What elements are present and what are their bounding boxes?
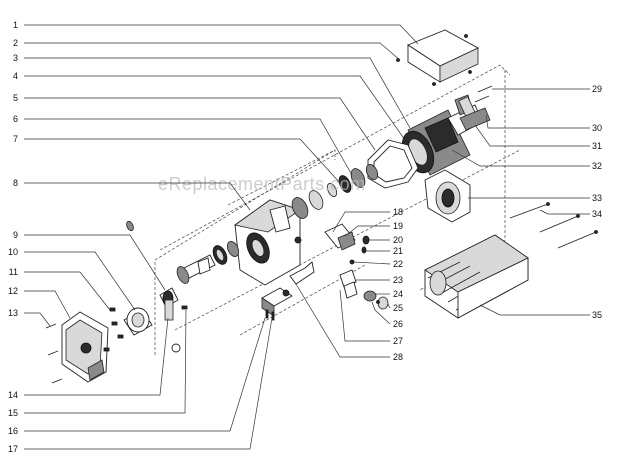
leader-line-26 xyxy=(371,301,391,325)
callout-label-11: 11 xyxy=(9,267,18,277)
leader-line-1 xyxy=(24,24,419,45)
leader-line-35 xyxy=(479,304,590,316)
leader-line-14 xyxy=(24,317,169,396)
callout-label-16: 16 xyxy=(8,426,18,436)
callout-label-35: 35 xyxy=(592,310,602,320)
part-screws-left xyxy=(45,305,188,384)
callout-label-18: 18 xyxy=(393,207,403,217)
callout-label-2: 2 xyxy=(13,38,18,48)
leader-line-22 xyxy=(353,261,391,265)
callout-label-29: 29 xyxy=(592,84,602,94)
part-drive-shaft xyxy=(176,254,216,284)
part-top-cover xyxy=(396,29,479,86)
leader-line-2 xyxy=(24,42,401,61)
callout-label-22: 22 xyxy=(393,259,403,269)
callout-label-26: 26 xyxy=(393,319,403,329)
part-front-cover xyxy=(61,311,109,383)
callout-label-17: 17 xyxy=(8,444,18,454)
leader-line-7 xyxy=(24,138,341,184)
leader-line-34 xyxy=(539,209,590,215)
callout-label-23: 23 xyxy=(393,275,403,285)
part-gear-housing xyxy=(234,199,302,286)
callout-label-1: 1 xyxy=(13,20,18,30)
callout-label-30: 30 xyxy=(592,123,602,133)
leader-line-28 xyxy=(295,283,390,358)
leader-line-13 xyxy=(24,312,51,327)
callout-label-7: 7 xyxy=(13,134,18,144)
leader-line-32 xyxy=(451,149,590,167)
callout-label-27: 27 xyxy=(393,336,403,346)
leader-line-18 xyxy=(332,211,390,233)
callout-label-32: 32 xyxy=(592,161,602,171)
callout-label-19: 19 xyxy=(393,221,403,231)
callout-label-9: 9 xyxy=(13,230,18,240)
callout-label-3: 3 xyxy=(13,53,18,63)
callout-label-6: 6 xyxy=(13,114,18,124)
leader-line-11 xyxy=(24,271,111,311)
leader-line-19 xyxy=(344,225,390,237)
leader-line-15 xyxy=(24,309,187,414)
part-bracket xyxy=(261,261,315,321)
leader-line-16 xyxy=(24,317,266,432)
leader-line-17 xyxy=(24,317,273,450)
leader-line-10 xyxy=(24,251,136,311)
leader-line-9 xyxy=(24,234,166,291)
callout-label-28: 28 xyxy=(393,352,403,362)
leader-line-30 xyxy=(485,114,590,129)
callouts-right: 29 30 31 32 33 34 35 xyxy=(451,84,602,320)
part-through-bolts xyxy=(509,202,598,249)
callout-label-4: 4 xyxy=(13,71,18,81)
leader-line-31 xyxy=(474,124,590,147)
callout-label-12: 12 xyxy=(8,286,18,296)
callout-label-10: 10 xyxy=(8,247,18,257)
leader-line-6 xyxy=(24,118,353,176)
part-brush-screws xyxy=(459,85,493,131)
leader-line-3 xyxy=(24,57,411,129)
callout-label-13: 13 xyxy=(8,308,18,318)
callout-label-8: 8 xyxy=(13,178,18,188)
leader-line-12 xyxy=(24,290,71,319)
callout-label-24: 24 xyxy=(393,289,403,299)
callout-label-33: 33 xyxy=(592,193,602,203)
callout-label-5: 5 xyxy=(13,93,18,103)
callout-label-25: 25 xyxy=(393,303,403,313)
callout-label-21: 21 xyxy=(393,246,403,256)
watermark-text: eReplacementParts.com xyxy=(158,174,366,194)
part-motor-housing xyxy=(424,234,529,319)
callout-label-20: 20 xyxy=(393,235,403,245)
leader-line-4 xyxy=(24,75,406,141)
callout-label-15: 15 xyxy=(8,408,18,418)
leader-line-27 xyxy=(339,289,390,342)
part-gear-stack xyxy=(326,164,379,197)
leader-line-8 xyxy=(24,182,251,211)
leader-line-5 xyxy=(24,97,376,151)
part-seals xyxy=(126,190,324,265)
part-switch-components xyxy=(324,223,389,310)
callout-label-31: 31 xyxy=(592,141,602,151)
callout-label-14: 14 xyxy=(8,390,18,400)
callout-label-34: 34 xyxy=(592,209,602,219)
leader-line-25 xyxy=(387,303,391,309)
part-coupling xyxy=(123,287,181,353)
part-end-plate xyxy=(424,169,471,223)
